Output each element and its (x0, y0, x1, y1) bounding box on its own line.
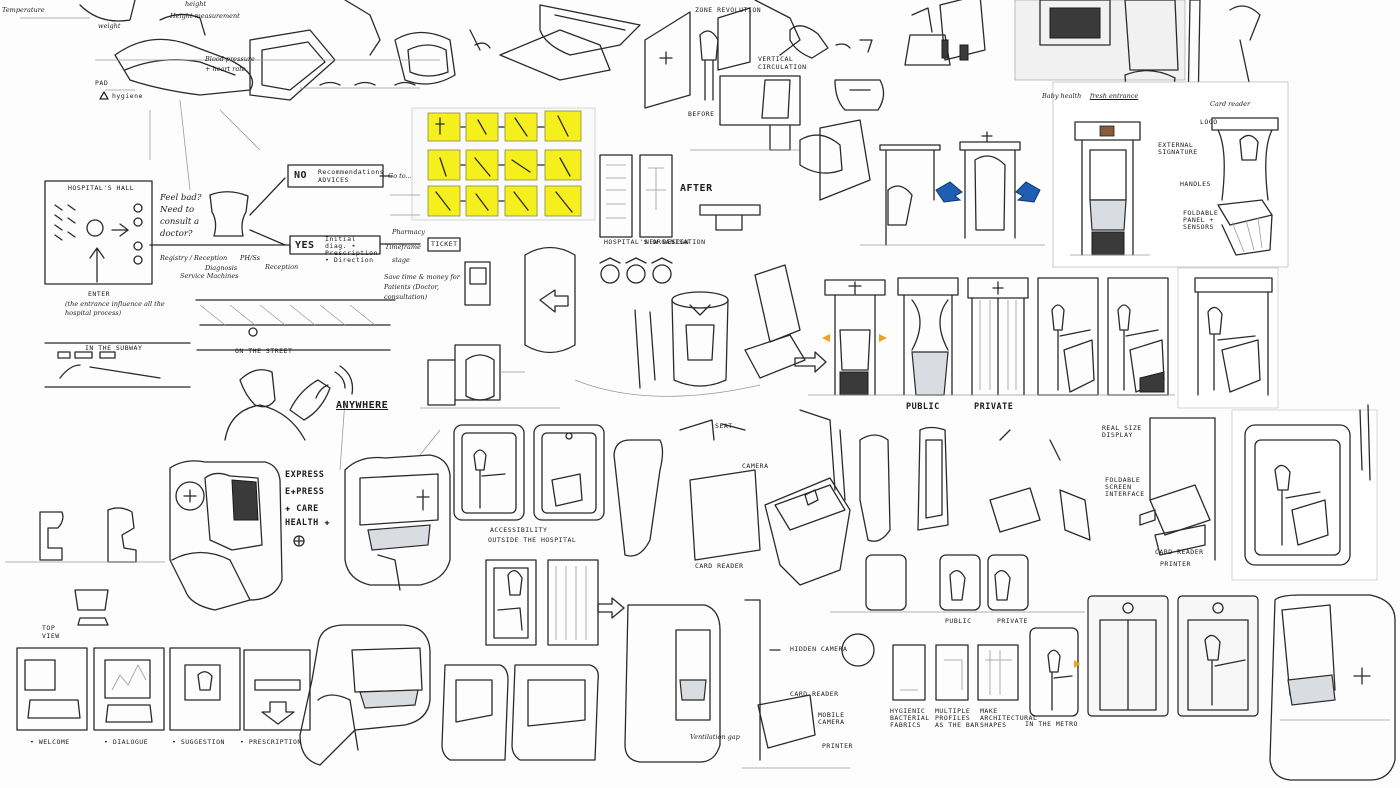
revolution-sketches (644, 0, 986, 231)
note-enter: ENTER (88, 290, 111, 298)
note-feel-bad: Feel bad? Need to consult a doctor? (160, 193, 202, 239)
storyboard-postits (411, 107, 596, 221)
note-hidden-camera: HIDDEN CAMERA (790, 645, 848, 653)
note-e-press: E✚PRESS (285, 487, 325, 497)
cylinder-booth (574, 264, 827, 397)
large-pod-renders (299, 597, 721, 766)
note-timeframe: Timeframe (385, 243, 421, 251)
photo-booth-card (1052, 81, 1289, 268)
caption-architectural: MAKE ARCHITECTURAL SHAPES (980, 707, 1038, 729)
note-welcome: • WELCOME (30, 738, 70, 746)
note-reception: Reception (265, 263, 299, 271)
note-diagnosis: Diagnosis (205, 264, 238, 272)
note-real-size-display: REAL SIZE DISPLAY (1102, 424, 1142, 439)
note-dialogue: • DIALOGUE (104, 738, 149, 746)
note-heart-rate: + heart rate (205, 65, 246, 73)
side-booth-card (1177, 267, 1279, 409)
note-weight: weight (98, 22, 121, 30)
display-cardreader-sketches (1139, 404, 1378, 581)
note-anywhere: ANYWHERE (336, 400, 389, 411)
note-no-advices: Recommendations ADVICES (318, 168, 385, 184)
note-private: PRIVATE (974, 402, 1014, 412)
caption-profiles: MULTIPLE PROFILES AS THE BAR (935, 707, 980, 729)
pod-sketches (5, 399, 451, 611)
note-baby-health: Baby health (1042, 92, 1082, 100)
note-ticket: TICKET (431, 240, 458, 248)
note-height: height (185, 0, 207, 8)
note-private-2: PRIVATE (997, 617, 1028, 625)
note-express: EXPRESS (285, 470, 325, 480)
hospital-hall-diagram (44, 164, 461, 285)
photo-frame-top-right (1014, 0, 1261, 121)
note-save-time: Save time & money for Patients (Doctor, … (384, 273, 460, 301)
note-top-view: TOP VIEW (42, 624, 60, 640)
note-zone-revolution: ZONE REVOLUTION (695, 6, 762, 14)
metro-booth-photos (1087, 594, 1396, 781)
note-after: AFTER (680, 183, 713, 194)
note-ventilation-gap: Ventilation gap (690, 733, 740, 741)
note-mobile-camera: MOBILE CAMERA (818, 711, 845, 726)
note-service-machines: Service Machines (180, 272, 239, 280)
note-phs: PH/Ss (240, 254, 261, 262)
small-box-sketches (420, 246, 673, 409)
note-stage: stage (392, 256, 410, 264)
note-suggestion: • SUGGESTION (172, 738, 225, 746)
note-yes: YES (295, 240, 315, 251)
note-handles: HANDLES (1180, 180, 1211, 188)
note-on-the-street: ON THE STREET (235, 347, 293, 355)
rotating-booth-sketch (860, 131, 1045, 246)
note-card-reader-top: Card reader (1210, 100, 1251, 108)
note-new-design: NEW DESIGN (645, 238, 690, 246)
note-card-reader-3: CARD READER (790, 690, 839, 698)
note-outside-hospital: OUTSIDE THE HOSPITAL (488, 536, 577, 544)
accessibility-booths (453, 424, 605, 646)
booth-front-views (808, 277, 1175, 396)
note-no: NO (294, 170, 308, 181)
note-vertical-circulation: VERTICAL CIRCULATION (758, 55, 807, 71)
basin-sketch-group (20, 0, 641, 191)
note-entrance: (the entrance influence all the hospital… (65, 300, 165, 317)
note-pharmacy: Pharmacy (392, 228, 425, 236)
caption-hygienic: HYGIENIC BACTERIAL FABRICS (890, 707, 930, 729)
note-public-2: PUBLIC (945, 617, 972, 625)
note-hygiene: hygiene (112, 92, 143, 100)
note-seat: SEAT (715, 422, 733, 430)
note-in-the-subway: IN THE SUBWAY (85, 344, 143, 352)
note-go-to: Go to... (388, 172, 412, 180)
note-foldable-screen: FOLDABLE SCREEN INTERFACE (1105, 476, 1145, 498)
note-card-reader-2: CARD READER (1155, 548, 1204, 556)
note-public: PUBLIC (906, 402, 940, 412)
context-scenes (44, 299, 396, 441)
hospital-organisation-chart (599, 154, 673, 238)
note-temperature: Temperature (2, 6, 45, 14)
note-care: ✚ CARE (285, 504, 319, 514)
note-accessibility: ACCESSIBILITY (490, 526, 548, 534)
note-external-signature: EXTERNAL SIGNATURE (1158, 141, 1198, 156)
interface-storyboard (16, 589, 311, 731)
note-health: HEALTH ✚ (285, 518, 330, 528)
seat-camera-sketches (613, 409, 1091, 586)
note-height-measurement: Height measurement (170, 12, 240, 20)
express-brand-sketch (293, 535, 305, 547)
bottom-right-booths (742, 554, 1085, 769)
note-logo: LOGO (1200, 118, 1218, 126)
note-foldable-panel: FOLDABLE PANEL + SENSORS (1183, 209, 1219, 231)
note-registry: Registry / Reception (160, 254, 228, 262)
note-blood-pressure: Blood pressure (205, 55, 255, 63)
note-pad: PAD (95, 79, 109, 87)
note-in-the-metro: IN THE METRO (1025, 720, 1078, 728)
note-camera: CAMERA (742, 462, 769, 470)
note-yes-diagnosis: Initial diag. • Prescription • Direction (325, 235, 378, 264)
note-prescription: • PRESCRIPTION (240, 738, 302, 746)
note-printer: PRINTER (1160, 560, 1191, 568)
note-fresh-entrance: fresh entrance (1090, 92, 1139, 100)
note-printer-2: PRINTER (822, 742, 853, 750)
note-hospital-organisation: HOSPITAL'S ORGANISATION (604, 238, 706, 246)
note-before: BEFORE (688, 110, 715, 118)
note-card-reader: CARD READER (695, 562, 744, 570)
note-hospital-hall: HOSPITAL'S HALL (68, 184, 135, 192)
